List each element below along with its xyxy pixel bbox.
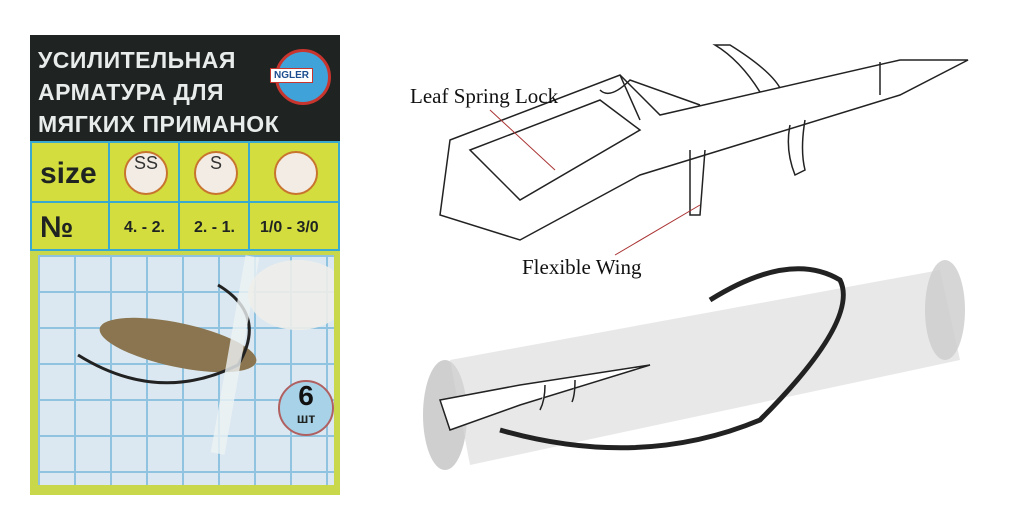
callout-leaf-spring-lock: Leaf Spring Lock <box>410 84 559 108</box>
insert-drawing-small <box>439 364 651 431</box>
size-l: L <box>274 151 318 195</box>
callout-line <box>489 109 556 171</box>
number-label: № <box>30 201 110 251</box>
title-line: МЯГКИХ ПРИМАНОК <box>38 111 280 137</box>
insert-drawing-large <box>439 44 969 241</box>
title-line: АРМАТУРА ДЛЯ <box>38 79 225 105</box>
hook-number: 2. - 1. <box>178 201 250 251</box>
lure-illustration <box>77 255 348 455</box>
size-ss: SS <box>124 151 168 195</box>
size-s: S <box>194 151 238 195</box>
callout-flexible-wing: Flexible Wing <box>522 255 642 279</box>
count-value: 6 <box>298 380 314 411</box>
title-line: УСИЛИТЕЛЬНАЯ <box>38 47 236 73</box>
count-badge: 6 шт <box>278 380 334 436</box>
hook-number: 1/0 - 3/0 <box>248 201 340 251</box>
logo-text: NGLER <box>270 68 313 83</box>
product-photo <box>38 255 348 485</box>
brand-logo: NGLER <box>270 49 331 105</box>
product-package: УСИЛИТЕЛЬНАЯ АРМАТУРА ДЛЯ МЯГКИХ ПРИМАНО… <box>30 35 348 495</box>
size-table: size SS S L № 4. - 2. 2. - 1. 1/0 - 3/0 <box>30 141 340 251</box>
count-unit: шт <box>296 410 316 426</box>
callout-line <box>614 204 701 256</box>
package-header: УСИЛИТЕЛЬНАЯ АРМАТУРА ДЛЯ МЯГКИХ ПРИМАНО… <box>30 35 340 141</box>
hook-drawing <box>499 266 846 451</box>
